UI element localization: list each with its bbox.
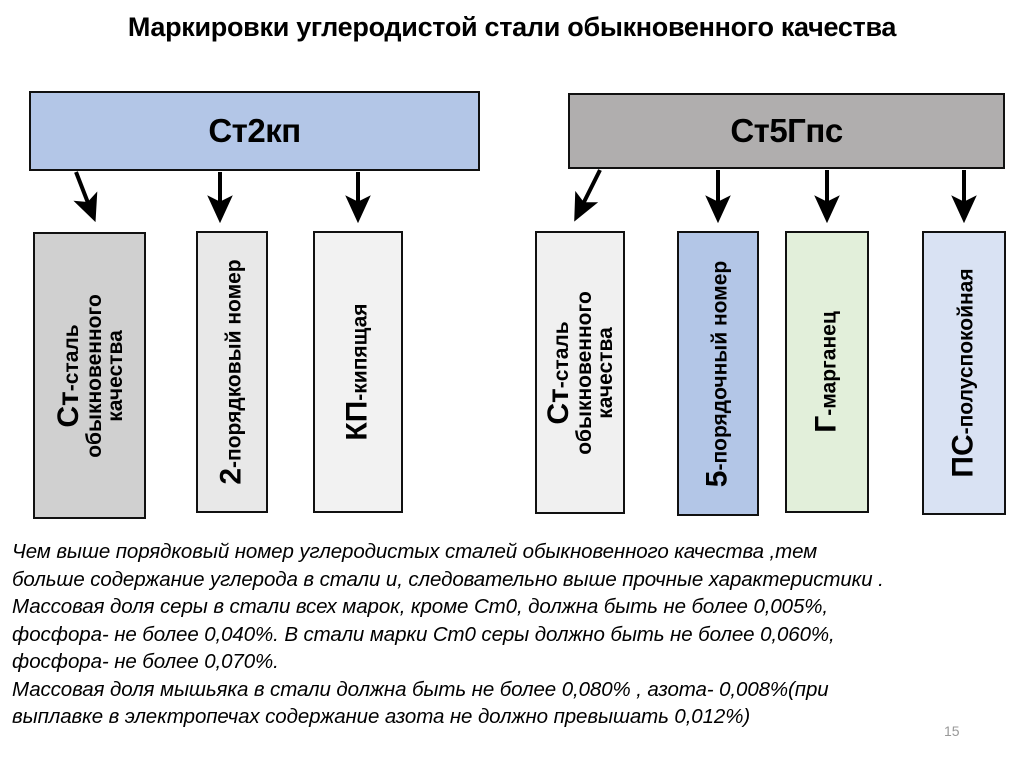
component-label: 2-порядковый номер (214, 259, 248, 485)
component-code: Г (809, 415, 843, 433)
component-code: ПС (946, 434, 980, 478)
component-desc: -марганец (817, 311, 841, 416)
component-label: КП-кипящая (340, 303, 374, 441)
page-title: Маркировки углеродистой стали обыкновенн… (127, 12, 897, 42)
component-desc-line2: обыкновенного (82, 293, 106, 458)
component-label: ПС-полуспокойная (946, 268, 980, 478)
body-line: фосфора- не более 0,070%. (12, 650, 279, 674)
body-line: фосфора- не более 0,040%. В стали марки … (12, 622, 835, 646)
body-line: Массовая доля серы в стали всех марок, к… (12, 595, 828, 619)
body-line: выплавке в электропечах содержание азота… (12, 705, 751, 729)
component-desc: -сталь (550, 320, 573, 388)
component-box-right-4[interactable]: ПС-полуспокойная (922, 231, 1006, 515)
steel-grade-header-left[interactable]: Ст2кп (29, 91, 480, 171)
component-label: Г-марганец (809, 311, 843, 433)
component-label: Ст-сталь обыкновенного качества (542, 290, 617, 455)
component-desc-line3: качества (594, 326, 617, 419)
component-desc-line2: обыкновенного (573, 290, 596, 455)
body-text: Чем выше порядковый номер углеродистых с… (12, 538, 1014, 731)
component-desc: -порядочный номер (708, 260, 732, 471)
component-code: КП (340, 400, 374, 441)
body-line: больше содержание углерода в стали и, сл… (12, 567, 884, 591)
component-code: 5 (700, 470, 734, 487)
component-desc: -сталь (59, 323, 83, 391)
component-box-right-2[interactable]: 5-порядочный номер (677, 231, 759, 516)
body-line: Чем выше порядковый номер углеродистых с… (12, 540, 818, 563)
component-code: Ст (542, 387, 575, 425)
component-label: Ст-сталь обыкновенного качества (51, 293, 127, 458)
component-box-right-3[interactable]: Г-марганец (785, 231, 869, 513)
component-desc: -кипящая (348, 303, 372, 401)
steel-grade-header-right[interactable]: Ст5Гпс (568, 93, 1005, 169)
component-desc: -порядковый номер (222, 259, 246, 468)
component-box-left-3[interactable]: КП-кипящая (313, 231, 403, 513)
page-number: 15 (944, 723, 960, 739)
component-box-right-1[interactable]: Ст-сталь обыкновенного качества (535, 231, 625, 514)
component-box-left-2[interactable]: 2-порядковый номер (196, 231, 268, 513)
component-desc-line3: качества (103, 329, 127, 422)
component-code: 2 (214, 467, 248, 485)
component-desc: -полуспокойная (954, 268, 978, 435)
component-label: 5-порядочный номер (700, 260, 734, 487)
component-code: Ст (51, 390, 85, 428)
body-line: Массовая доля мышьяка в стали должна быт… (12, 677, 829, 701)
component-box-left-1[interactable]: Ст-сталь обыкновенного качества (33, 232, 146, 519)
